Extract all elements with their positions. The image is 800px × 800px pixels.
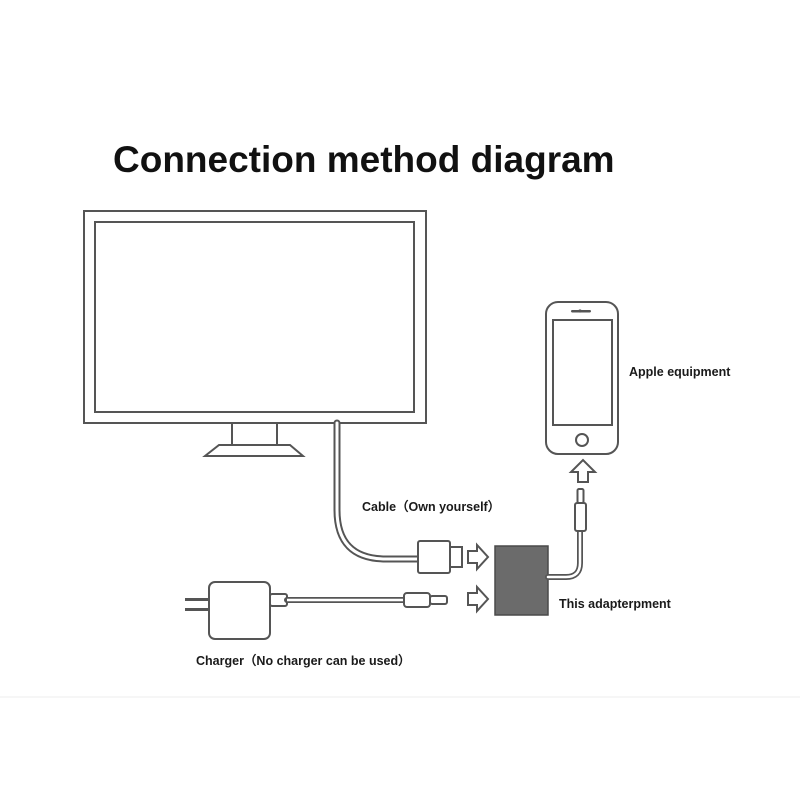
arrow-right-icon [467, 542, 490, 572]
cable-label: Cable（Own yourself） [362, 499, 500, 514]
lightning-plug-icon [574, 488, 587, 532]
monitor-icon [83, 210, 427, 457]
adapter-label: This adapterpment [559, 597, 672, 611]
lightning-cable [545, 527, 583, 580]
hdmi-plug-icon [417, 540, 463, 574]
iphone-icon [545, 301, 619, 455]
arrow-right-icon [467, 584, 490, 614]
adapter-box [494, 545, 549, 616]
charger-label: Charger（No charger can be used） [196, 653, 411, 668]
charger-icon [185, 581, 271, 640]
page-title: Connection method diagram [113, 139, 615, 180]
charging-cable [269, 592, 448, 608]
hdmi-cable [333, 419, 424, 563]
arrow-up-icon [568, 458, 598, 483]
apple-equipment-label: Apple equipment [629, 365, 731, 379]
